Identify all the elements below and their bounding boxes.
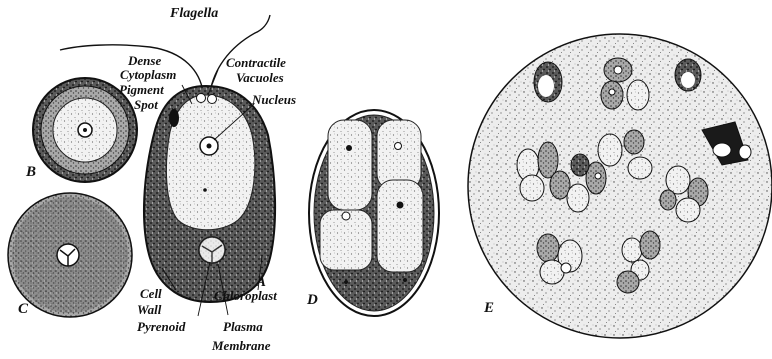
panel-letter-b: B [25, 164, 36, 180]
label-contractile: Contractile [226, 55, 286, 70]
label-wall: Wall [137, 302, 162, 317]
label-plasma: Plasma [223, 319, 263, 334]
label-cell: Cell [140, 286, 162, 301]
cell-e [468, 34, 772, 338]
cell-c-pyrenoid [57, 244, 79, 266]
label-pigment: Pigment [119, 82, 164, 97]
label-dense: Dense [127, 53, 161, 68]
label-chloroplast: Chloroplast [214, 288, 277, 303]
panel-letter-d: D [306, 292, 318, 308]
panel-letter-a: A [255, 274, 266, 290]
daughter-cell [328, 120, 372, 210]
panel-letter-c: C [18, 301, 29, 317]
label-flagella: Flagella [169, 6, 218, 21]
label-nucleus: Nucleus [251, 92, 296, 107]
cell-c [8, 193, 132, 317]
label-cytoplasm: Cytoplasm [120, 67, 176, 82]
label-membrane: Membrane [211, 338, 271, 353]
daughter-cell [377, 180, 423, 272]
panel-letter-e: E [483, 300, 494, 316]
label-pyrenoid: Pyrenoid [137, 319, 186, 334]
cell-d [309, 110, 439, 316]
daughter-cell [320, 210, 372, 270]
label-vacuoles: Vacuoles [236, 70, 284, 85]
label-spot: Spot [134, 97, 158, 112]
